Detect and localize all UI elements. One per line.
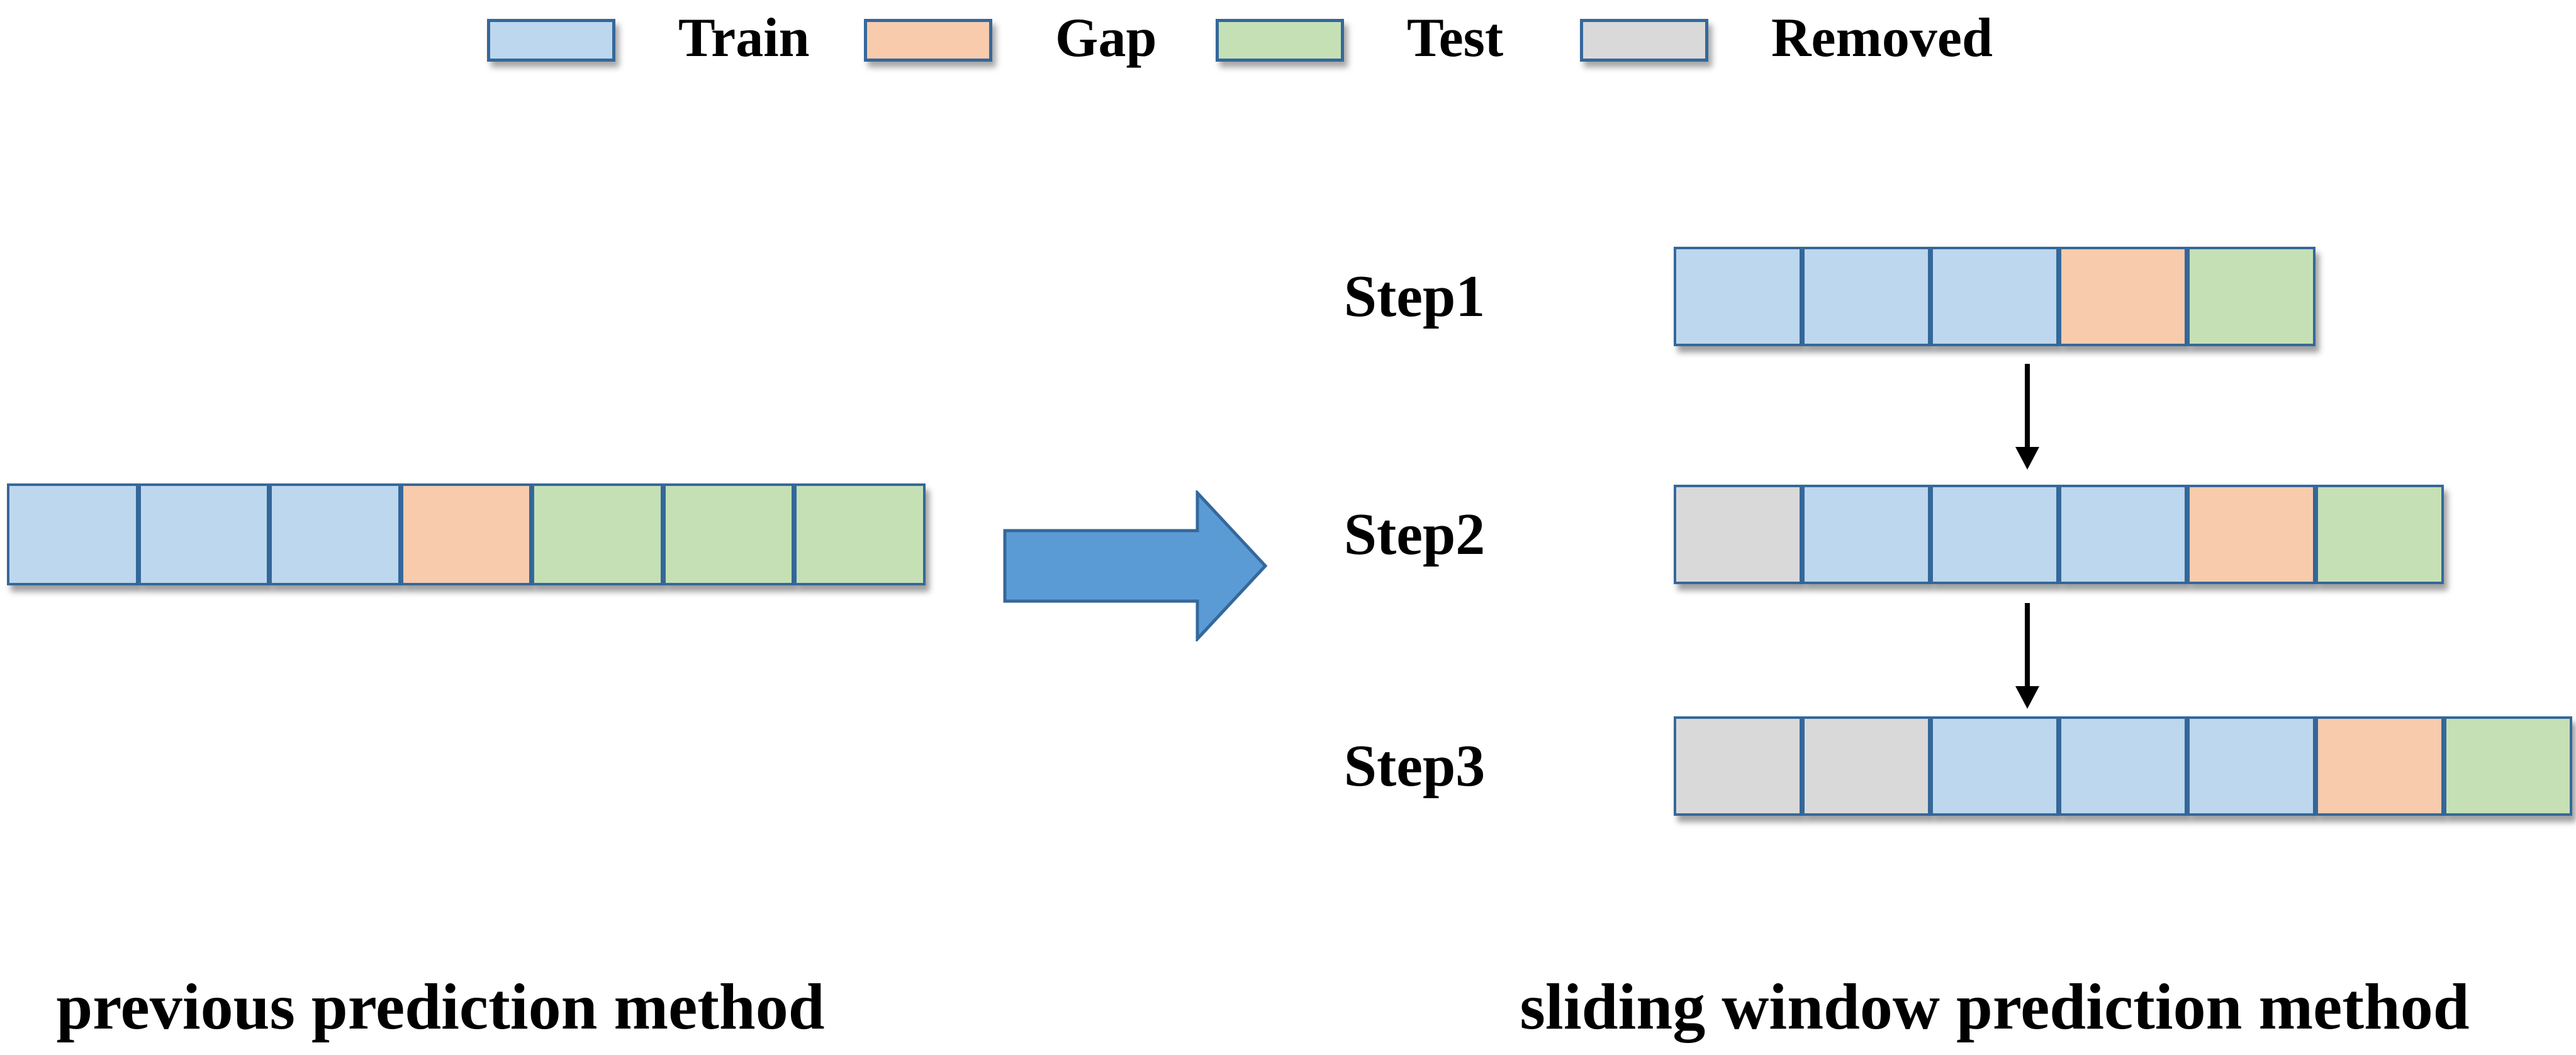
step3-label: Step3 (1343, 733, 1486, 799)
legend-item-train: Train (487, 11, 810, 69)
legend-label-train: Train (678, 8, 810, 69)
legend-item-removed: Removed (1580, 11, 1993, 69)
down-arrow-icon (2015, 364, 2039, 470)
legend-label-gap: Gap (1055, 8, 1157, 69)
cell-train (2059, 716, 2187, 816)
legend-label-removed: Removed (1771, 8, 1993, 69)
cell-train (1802, 247, 1930, 346)
cell-removed (1674, 716, 1802, 816)
step2-row (1674, 485, 2444, 584)
cell-gap (400, 483, 532, 585)
cell-gap (2187, 485, 2316, 584)
cell-train (1802, 485, 1930, 584)
cell-train (2059, 485, 2187, 584)
cell-train (1930, 485, 2059, 584)
removed-swatch-icon (1580, 19, 1708, 62)
step1-label: Step1 (1343, 264, 1486, 329)
step2-label: Step2 (1343, 502, 1486, 567)
legend-item-gap: Gap (864, 11, 1156, 69)
cell-gap (2059, 247, 2187, 346)
gap-swatch-icon (864, 19, 992, 62)
cell-train (1674, 247, 1802, 346)
cell-gap (2316, 716, 2444, 816)
train-swatch-icon (487, 19, 615, 62)
cell-test (2444, 716, 2572, 816)
down-arrow-icon (2015, 603, 2039, 709)
cell-train (1930, 247, 2059, 346)
cell-removed (1674, 485, 1802, 584)
cell-train (7, 483, 138, 585)
step1-row (1674, 247, 2316, 346)
previous-method-row (7, 483, 926, 585)
sliding-method-caption: sliding window prediction method (1520, 971, 2470, 1043)
cell-test (794, 483, 926, 585)
legend-item-test: Test (1216, 11, 1503, 69)
cell-train (138, 483, 270, 585)
cell-removed (1802, 716, 1930, 816)
cell-train (2187, 716, 2316, 816)
cell-test (2187, 247, 2316, 346)
test-swatch-icon (1216, 19, 1344, 62)
previous-method-caption: previous prediction method (56, 971, 825, 1043)
cell-train (1930, 716, 2059, 816)
cell-train (269, 483, 401, 585)
cell-test (663, 483, 795, 585)
right-arrow-icon (1003, 490, 1268, 641)
cell-test (532, 483, 663, 585)
legend-label-test: Test (1407, 8, 1504, 69)
cell-test (2316, 485, 2444, 584)
step3-row (1674, 716, 2572, 816)
